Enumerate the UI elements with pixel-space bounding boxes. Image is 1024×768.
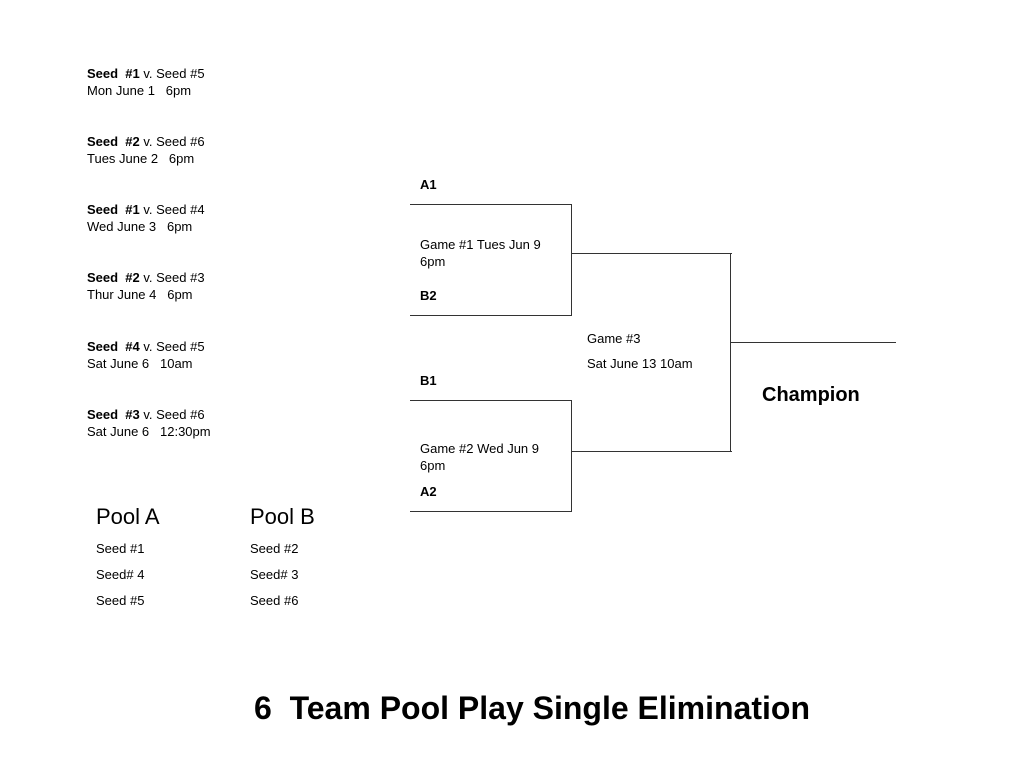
schedule-home-seed: Seed #1 bbox=[87, 66, 140, 81]
pool-a-seed: Seed #5 bbox=[96, 593, 145, 608]
game-2-line2: 6pm bbox=[420, 458, 446, 473]
bracket-connector-game-2 bbox=[571, 400, 572, 512]
game-3-title: Game #3 bbox=[587, 331, 641, 346]
slot-label-b2: B2 bbox=[420, 288, 437, 303]
slot-label-a1: A1 bbox=[420, 177, 437, 192]
pool-b-seed: Seed# 3 bbox=[250, 567, 299, 582]
bracket-line-game-2-winner bbox=[571, 451, 732, 452]
schedule-home-seed: Seed #2 bbox=[87, 134, 140, 149]
schedule-away-seed: v. Seed #5 bbox=[139, 339, 205, 354]
pool-a-seed: Seed# 4 bbox=[96, 567, 145, 582]
pool-b-title: Pool B bbox=[250, 504, 315, 529]
pool-a-title: Pool A bbox=[96, 504, 160, 529]
bracket-line-b2 bbox=[410, 315, 572, 316]
schedule-game-3: Seed #1 v. Seed #4 Wed June 3 6pm bbox=[87, 201, 205, 235]
schedule-away-seed: v. Seed #3 bbox=[139, 270, 205, 285]
schedule-date: Thur June 4 6pm bbox=[87, 287, 193, 302]
schedule-game-5: Seed #4 v. Seed #5 Sat June 6 10am bbox=[87, 338, 205, 372]
schedule-date: Tues June 2 6pm bbox=[87, 151, 195, 166]
schedule-away-seed: v. Seed #4 bbox=[139, 202, 205, 217]
schedule-game-1: Seed #1 v. Seed #5 Mon June 1 6pm bbox=[87, 65, 205, 99]
bracket-line-game-1-winner bbox=[571, 253, 732, 254]
schedule-home-seed: Seed #4 bbox=[87, 339, 140, 354]
slot-label-a2: A2 bbox=[420, 484, 437, 499]
schedule-away-seed: v. Seed #6 bbox=[139, 407, 205, 422]
slot-label-b1: B1 bbox=[420, 373, 437, 388]
schedule-away-seed: v. Seed #5 bbox=[139, 66, 205, 81]
game-1-label: Game #1 Tues Jun 9 6pm bbox=[420, 236, 541, 270]
bracket-line-champion bbox=[730, 342, 896, 343]
bracket-connector-game-3 bbox=[730, 253, 731, 452]
schedule-date: Sat June 6 10am bbox=[87, 356, 193, 371]
game-1-line2: 6pm bbox=[420, 254, 446, 269]
schedule-date: Mon June 1 6pm bbox=[87, 83, 192, 98]
champion-label: Champion bbox=[762, 384, 860, 406]
page-title: 6 Team Pool Play Single Elimination bbox=[254, 690, 810, 726]
bracket-line-a1 bbox=[410, 204, 572, 205]
schedule-game-2: Seed #2 v. Seed #6 Tues June 2 6pm bbox=[87, 133, 205, 167]
pool-b-seed: Seed #6 bbox=[250, 593, 299, 608]
pool-b-seed: Seed #2 bbox=[250, 541, 299, 556]
schedule-away-seed: v. Seed #6 bbox=[139, 134, 205, 149]
schedule-home-seed: Seed #3 bbox=[87, 407, 140, 422]
schedule-game-6: Seed #3 v. Seed #6 Sat June 6 12:30pm bbox=[87, 406, 211, 440]
bracket-line-a2 bbox=[410, 511, 572, 512]
schedule-home-seed: Seed #1 bbox=[87, 202, 140, 217]
schedule-home-seed: Seed #2 bbox=[87, 270, 140, 285]
game-2-label: Game #2 Wed Jun 9 6pm bbox=[420, 440, 539, 474]
schedule-date: Sat June 6 12:30pm bbox=[87, 424, 211, 439]
game-3-date: Sat June 13 10am bbox=[587, 356, 693, 371]
pool-a-seed: Seed #1 bbox=[96, 541, 145, 556]
schedule-game-4: Seed #2 v. Seed #3 Thur June 4 6pm bbox=[87, 269, 205, 303]
schedule-date: Wed June 3 6pm bbox=[87, 219, 193, 234]
game-1-line1: Game #1 Tues Jun 9 bbox=[420, 237, 541, 252]
bracket-connector-game-1 bbox=[571, 204, 572, 316]
game-2-line1: Game #2 Wed Jun 9 bbox=[420, 441, 539, 456]
bracket-line-b1 bbox=[410, 400, 572, 401]
